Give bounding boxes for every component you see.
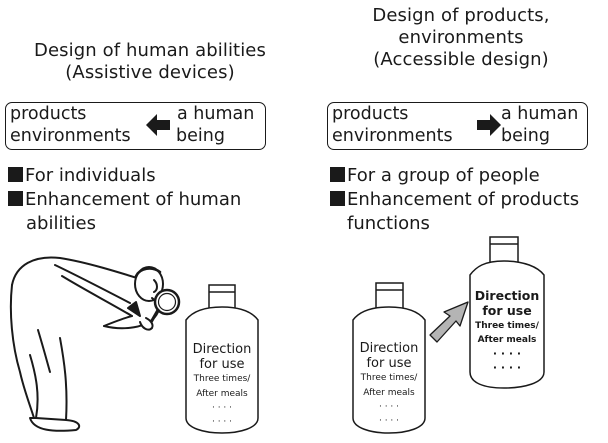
right-small-bottle-line1: Direction <box>360 341 419 356</box>
bullet-square-icon <box>330 191 345 206</box>
large-bottle-line3: Three times/ <box>475 321 540 331</box>
left-relationship-box: products environments a human being <box>5 102 266 150</box>
large-bottle-dots-2: · · · · <box>493 361 521 374</box>
left-box-a-human: a human <box>177 104 255 124</box>
left-bottle-line3: Three times/ <box>193 374 252 384</box>
right-box-products: products <box>332 104 409 124</box>
right-small-bottle-dots-2: · · · · <box>379 416 399 426</box>
bottle-small-print <box>185 284 259 434</box>
right-title-line3: (Accessible design) <box>373 49 549 70</box>
large-bottle-line4: After meals <box>478 335 537 345</box>
right-small-bottle-line3: Three times/ <box>360 373 419 383</box>
right-bullet-2-text: Enhancement of products <box>347 189 580 210</box>
left-bullet-2-text: Enhancement of human <box>25 189 242 210</box>
right-box-being: being <box>501 126 550 146</box>
right-box-a-human: a human <box>501 104 579 124</box>
bullet-square-icon <box>8 167 23 182</box>
right-box-environments: environments <box>332 126 453 146</box>
right-bullet-1-text: For a group of people <box>347 165 540 186</box>
left-bullet-1-text: For individuals <box>25 165 156 186</box>
right-arrow-icon <box>477 114 501 136</box>
large-bottle-line1: Direction <box>475 288 539 303</box>
left-bottle-dots-2: · · · · <box>212 417 232 427</box>
right-bullet-2: Enhancement of products <box>330 188 579 211</box>
left-bullet-2-continuation: abilities <box>26 213 96 234</box>
right-small-bottle-line4: After meals <box>363 388 415 398</box>
right-relationship-box: products environments a human being <box>327 102 588 150</box>
left-title: Design of human abilities (Assistive dev… <box>0 40 300 84</box>
left-bottle-line2: for use <box>199 357 244 372</box>
left-bottle-dots-1: · · · · <box>212 403 232 413</box>
right-small-bottle-dots-1: · · · · <box>379 402 399 412</box>
large-bottle-line2: for use <box>482 303 531 318</box>
right-title: Design of products, environments (Access… <box>314 5 608 71</box>
bottle-small-print-right <box>352 282 426 434</box>
bullet-square-icon <box>8 191 23 206</box>
large-bottle-dots-1: · · · · <box>493 347 521 360</box>
left-arrow-icon <box>146 114 170 136</box>
enlarge-arrow-icon <box>429 301 469 343</box>
right-small-bottle-line2: for use <box>366 356 411 371</box>
right-title-line1: Design of products, <box>372 5 550 26</box>
left-bottle-line4: After meals <box>196 389 248 399</box>
left-title-line2: (Assistive devices) <box>65 62 235 83</box>
right-title-line2: environments <box>398 27 524 48</box>
left-bullet-1: For individuals <box>8 164 156 187</box>
right-bullet-2-continuation: functions <box>347 213 430 234</box>
right-bullet-1: For a group of people <box>330 164 540 187</box>
left-title-line1: Design of human abilities <box>34 40 266 61</box>
left-bottle-line1: Direction <box>193 342 252 357</box>
left-box-products: products <box>10 104 87 124</box>
left-box-being: being <box>176 126 225 146</box>
left-bullet-2: Enhancement of human <box>8 188 241 211</box>
bottle-large-print <box>469 236 545 389</box>
bullet-square-icon <box>330 167 345 182</box>
person-magnifier-icon <box>9 256 181 432</box>
left-box-environments: environments <box>10 126 131 146</box>
